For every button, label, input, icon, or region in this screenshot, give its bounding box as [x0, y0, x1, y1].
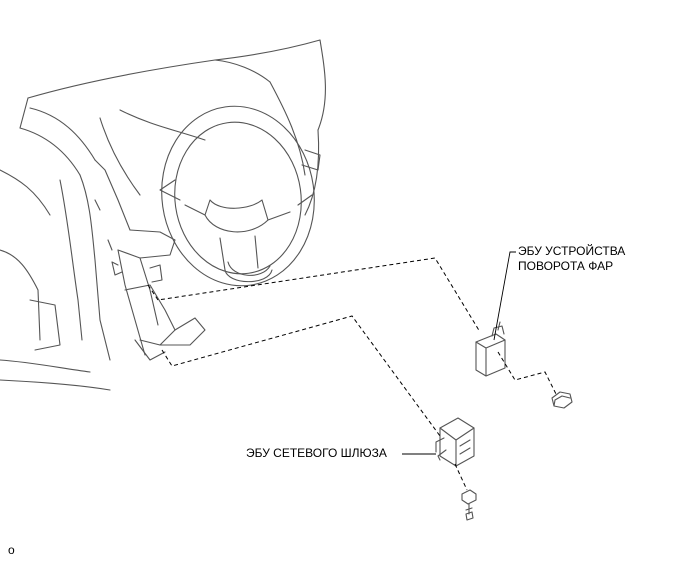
gateway-ecu-install-path	[161, 315, 441, 437]
headlamp-ecu-label-line2: ПОВОРОТА ФАР	[518, 259, 614, 273]
headlamp-ecu-nut	[551, 391, 573, 409]
gateway-bolt-path	[454, 463, 468, 491]
gateway-ecu-part	[435, 417, 475, 467]
headlamp-ecu-leader	[493, 251, 516, 341]
headlamp-ecu-label-line1: ЭБУ УСТРОЙСТВА	[518, 244, 626, 258]
dashboard-outline	[0, 39, 326, 391]
gateway-ecu-label: ЭБУ СЕТЕВОГО ШЛЮЗА	[246, 446, 387, 460]
headlamp-ecu-part	[475, 321, 506, 377]
gateway-ecu-bolt	[461, 489, 477, 521]
steering-wheel	[159, 105, 315, 287]
headlamp-ecu-label: ЭБУ УСТРОЙСТВА ПОВОРОТА ФАР	[518, 244, 625, 274]
figure-code: o	[8, 543, 15, 557]
headlamp-ecu-install-path	[147, 257, 481, 333]
headlamp-nut-path	[497, 351, 557, 395]
